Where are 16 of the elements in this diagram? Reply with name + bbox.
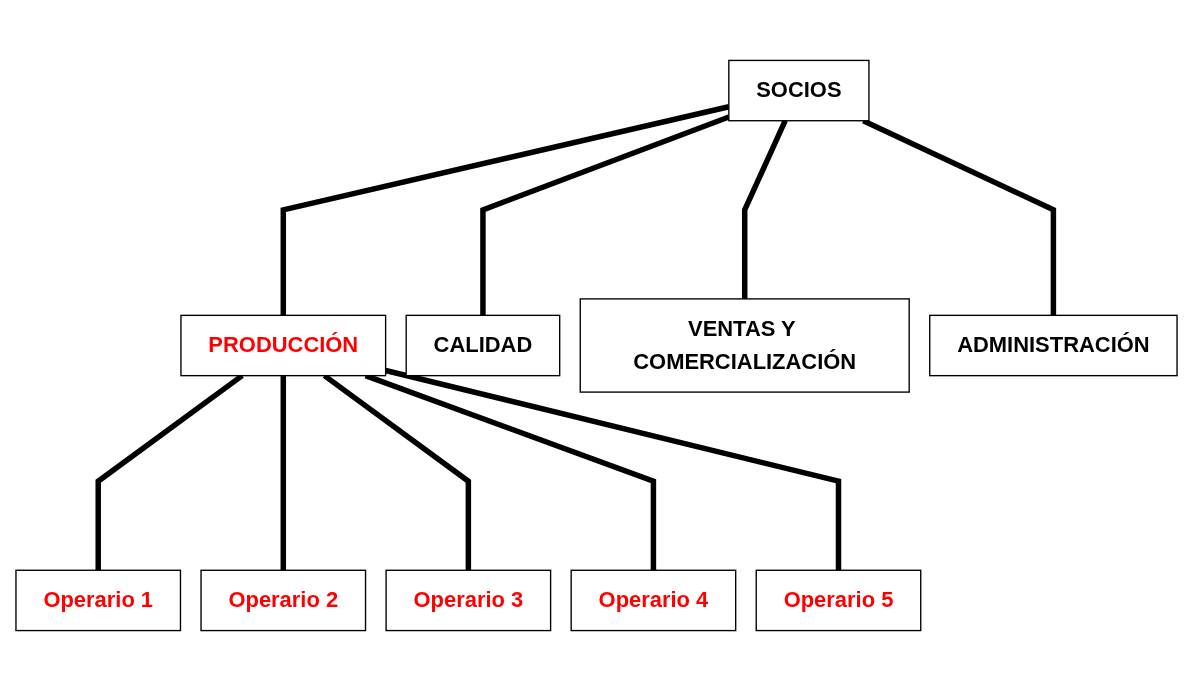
node-box: PRODUCCIÓN bbox=[180, 314, 387, 377]
node-box: Operario 2 bbox=[200, 569, 367, 632]
node-box: Operario 3 bbox=[385, 569, 552, 632]
connector bbox=[480, 114, 730, 316]
connector bbox=[280, 104, 730, 316]
node-box: Operario 4 bbox=[570, 569, 737, 632]
node-box: VENTAS Y COMERCIALIZACIÓN bbox=[579, 298, 910, 393]
node-box: CALIDAD bbox=[405, 314, 561, 377]
node-box: Operario 1 bbox=[15, 569, 182, 632]
node-box: SOCIOS bbox=[728, 59, 870, 122]
connector bbox=[384, 367, 842, 571]
connector bbox=[862, 118, 1057, 316]
node-box: ADMINISTRACIÓN bbox=[929, 314, 1178, 377]
connector bbox=[741, 119, 788, 299]
connector bbox=[280, 375, 287, 571]
node-box: Operario 5 bbox=[755, 569, 922, 632]
